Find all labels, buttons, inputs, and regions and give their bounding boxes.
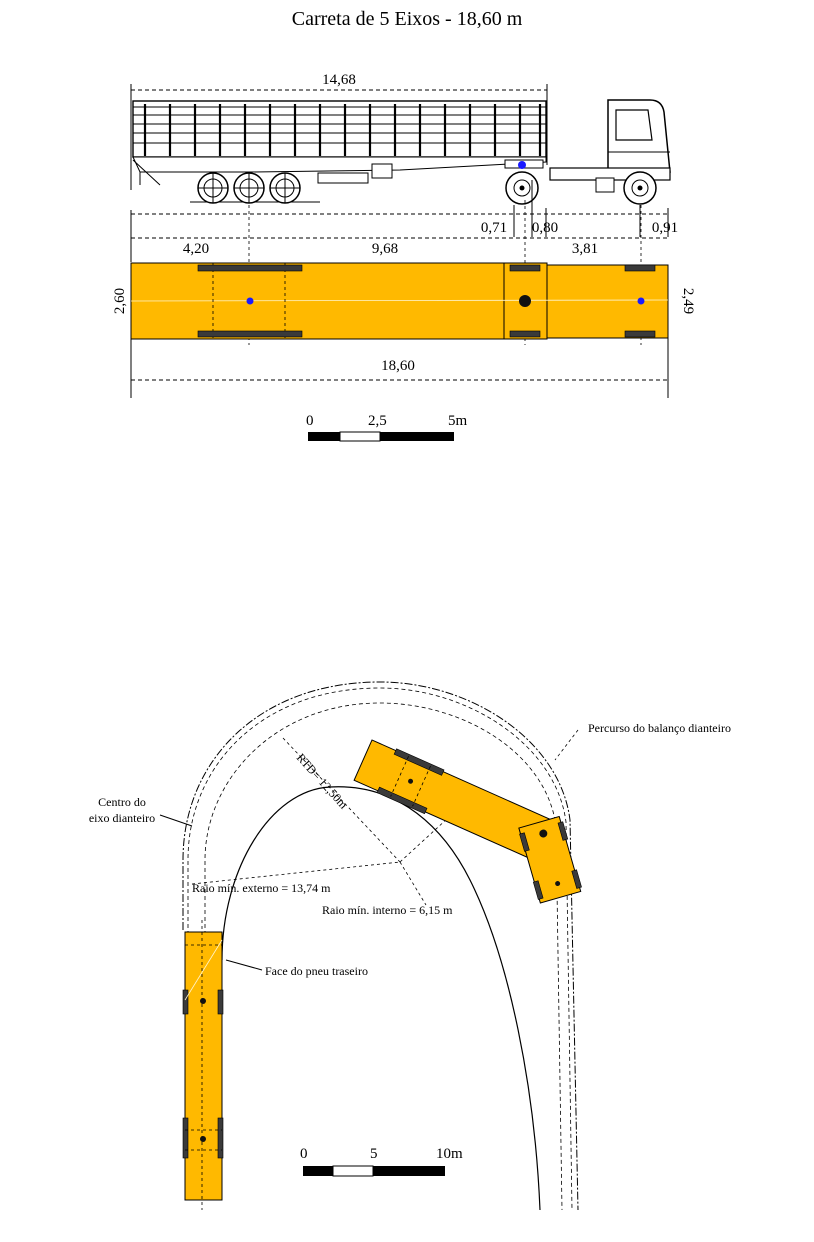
label-inner-radius: Raio mín. interno = 6,15 m (322, 903, 453, 917)
label-rtd: RTD= 12,50m (294, 751, 351, 812)
scale-top-0: 0 (306, 413, 314, 429)
plan-view (130, 262, 669, 340)
trailer-body (132, 100, 547, 203)
scale-bottom-mid: 5 (370, 1146, 378, 1162)
dim-wheelbase: 9,68 (372, 241, 398, 257)
leader-rear-tire (225, 959, 263, 971)
tractor-plan-body (546, 264, 669, 339)
side-view: 14,68 (130, 72, 678, 345)
label-front-center-line1: Centro do (98, 795, 146, 809)
scale-top-end: 5m (448, 413, 468, 429)
scale-bottom-0: 0 (300, 1146, 308, 1162)
turning-diagram (159, 681, 582, 1211)
radius-outer (191, 861, 401, 885)
truck-tractor (504, 99, 671, 205)
dim-width-left: 2,60 (112, 288, 128, 314)
trailer-axle-center (246, 297, 254, 305)
dim-width-right: 2,49 (680, 288, 696, 314)
trailer-wheels (197, 172, 301, 204)
label-rear-tire: Face do pneu traseiro (265, 964, 368, 978)
radius-rtd (282, 737, 401, 863)
vehicle-left (182, 920, 224, 1210)
dim-091: 0,91 (652, 220, 678, 236)
scale-bar-bottom: 0 5 10m (300, 1146, 463, 1177)
kingpin-marker (518, 161, 526, 169)
dim-rear-overhang: 4,20 (183, 241, 209, 257)
label-overhang-path: Percurso do balanço dianteiro (588, 721, 731, 735)
scale-top-mid: 2,5 (368, 413, 387, 429)
fifth-wheel-plate (503, 262, 548, 340)
dim-071: 0,71 (481, 220, 507, 236)
scale-bottom-end: 10m (436, 1146, 463, 1162)
scale-bar-top: 0 2,5 5m (306, 413, 468, 442)
path-front-axle (187, 687, 573, 1211)
dim-cab-wheelbase: 3,81 (572, 241, 598, 257)
front-axle-center (637, 297, 645, 305)
leader-overhang-path (554, 729, 579, 761)
radius-inner-leader (399, 861, 427, 906)
dim-080: 0,80 (532, 220, 558, 236)
path-inner-rear-tire (221, 786, 541, 1211)
label-front-center-line2: eixo dianteiro (89, 811, 155, 825)
path-secondary (204, 702, 563, 1211)
radius-inner (399, 817, 449, 863)
leader-front-center (159, 814, 193, 827)
path-outer-overhang (182, 681, 579, 1211)
vehicle-top-tractor (518, 815, 582, 904)
label-outer-radius: Raio mín. externo = 13,74 m (192, 881, 331, 895)
dim-trailer-length: 14,68 (322, 72, 356, 88)
kingpin-plan (519, 295, 531, 307)
dim-total-length: 18,60 (381, 358, 415, 374)
diagram-title: Carreta de 5 Eixos - 18,60 m (291, 8, 523, 30)
